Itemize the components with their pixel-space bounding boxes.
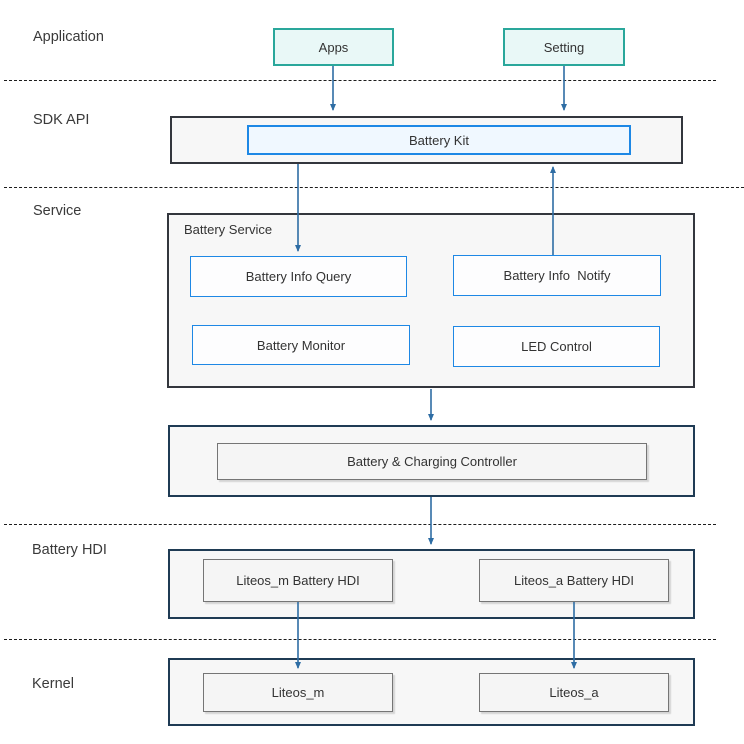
layer-label-service: Service [33, 203, 82, 219]
led-control-box: LED Control [453, 326, 660, 367]
divider-sdk-service [4, 187, 744, 188]
battery-kit-box: Battery Kit [247, 125, 631, 155]
layer-label-sdk-api: SDK API [33, 112, 90, 128]
battery-monitor-box: Battery Monitor [192, 325, 410, 365]
layer-label-kernel: Kernel [32, 676, 74, 692]
liteos-a-box: Liteos_a [479, 673, 669, 712]
layer-label-application: Application [33, 29, 104, 45]
apps-box: Apps [273, 28, 394, 66]
liteos-m-battery-hdi-box: Liteos_m Battery HDI [203, 559, 393, 602]
setting-box: Setting [503, 28, 625, 66]
divider-service-hdi [4, 524, 716, 525]
battery-service-title: Battery Service [184, 222, 273, 237]
liteos-a-battery-hdi-box: Liteos_a Battery HDI [479, 559, 669, 602]
battery-charging-controller-box: Battery & Charging Controller [217, 443, 647, 480]
divider-application-sdk [4, 80, 716, 81]
layer-label-battery-hdi: Battery HDI [32, 542, 107, 558]
battery-info-query-box: Battery Info Query [190, 256, 407, 297]
battery-info-notify-box: Battery Info Notify [453, 255, 661, 296]
liteos-m-box: Liteos_m [203, 673, 393, 712]
divider-hdi-kernel [4, 639, 716, 640]
